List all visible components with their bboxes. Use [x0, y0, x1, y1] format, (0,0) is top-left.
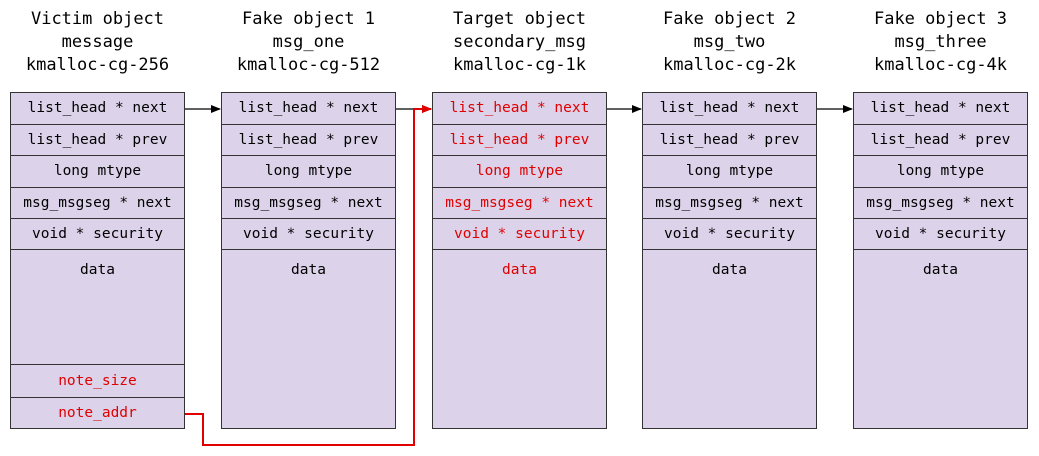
field-void-security: void * security: [643, 219, 816, 250]
object-title-line: msg_three: [894, 32, 987, 52]
field-void-security: void * security: [433, 219, 606, 250]
field-msg-msgseg-next: msg_msgseg * next: [11, 188, 184, 219]
object-title-line: Fake object 3: [873, 9, 1008, 29]
object-title: Victim object message kmalloc-cg-256: [10, 8, 185, 77]
object-title-line: kmalloc-cg-256: [25, 55, 170, 75]
field-list-head-next: list_head * next: [433, 93, 606, 125]
field-data: data: [11, 250, 184, 365]
object-title-line: message: [61, 32, 134, 52]
object-title: Fake object 3 msg_three kmalloc-cg-4k: [853, 8, 1028, 77]
object-title-line: Fake object 2: [662, 9, 797, 29]
field-void-security: void * security: [11, 219, 184, 250]
object-title-line: kmalloc-cg-512: [236, 55, 381, 75]
object-title-line: kmalloc-cg-1k: [452, 55, 587, 75]
field-long-mtype: long mtype: [11, 156, 184, 188]
field-msg-msgseg-next: msg_msgseg * next: [643, 188, 816, 219]
field-list-head-next: list_head * next: [643, 93, 816, 125]
field-list-head-prev: list_head * prev: [11, 125, 184, 156]
object-title: Fake object 2 msg_two kmalloc-cg-2k: [642, 8, 817, 77]
field-msg-msgseg-next: msg_msgseg * next: [433, 188, 606, 219]
field-data: data: [291, 262, 326, 278]
field-data: data: [502, 262, 537, 278]
field-void-security: void * security: [854, 219, 1027, 250]
object-title-line: msg_one: [272, 32, 345, 52]
field-long-mtype: long mtype: [854, 156, 1027, 188]
object-title-line: Victim object: [30, 9, 165, 29]
object-title-line: msg_two: [693, 32, 766, 52]
field-list-head-prev: list_head * prev: [854, 125, 1027, 156]
object-title: Target object secondary_msg kmalloc-cg-1k: [432, 8, 607, 77]
object-title-line: kmalloc-cg-2k: [662, 55, 797, 75]
field-list-head-prev: list_head * prev: [643, 125, 816, 156]
field-msg-msgseg-next: msg_msgseg * next: [854, 188, 1027, 219]
field-long-mtype: long mtype: [643, 156, 816, 188]
field-data: data: [712, 262, 747, 278]
object-title-line: Target object: [452, 9, 587, 29]
field-long-mtype: long mtype: [222, 156, 395, 188]
field-list-head-prev: list_head * prev: [433, 125, 606, 156]
field-msg-msgseg-next: msg_msgseg * next: [222, 188, 395, 219]
field-note-addr: note_addr: [58, 405, 137, 421]
object-title: Fake object 1 msg_one kmalloc-cg-512: [221, 8, 396, 77]
object-title-line: secondary_msg: [452, 32, 587, 52]
object-title-line: kmalloc-cg-4k: [873, 55, 1008, 75]
field-list-head-prev: list_head * prev: [222, 125, 395, 156]
object-title-line: Fake object 1: [241, 9, 376, 29]
field-list-head-next: list_head * next: [854, 93, 1027, 125]
field-list-head-next: list_head * next: [11, 93, 184, 125]
field-list-head-next: list_head * next: [222, 93, 395, 125]
field-data: data: [923, 262, 958, 278]
field-long-mtype: long mtype: [433, 156, 606, 188]
field-void-security: void * security: [222, 219, 395, 250]
field-note-size: note_size: [11, 365, 184, 398]
